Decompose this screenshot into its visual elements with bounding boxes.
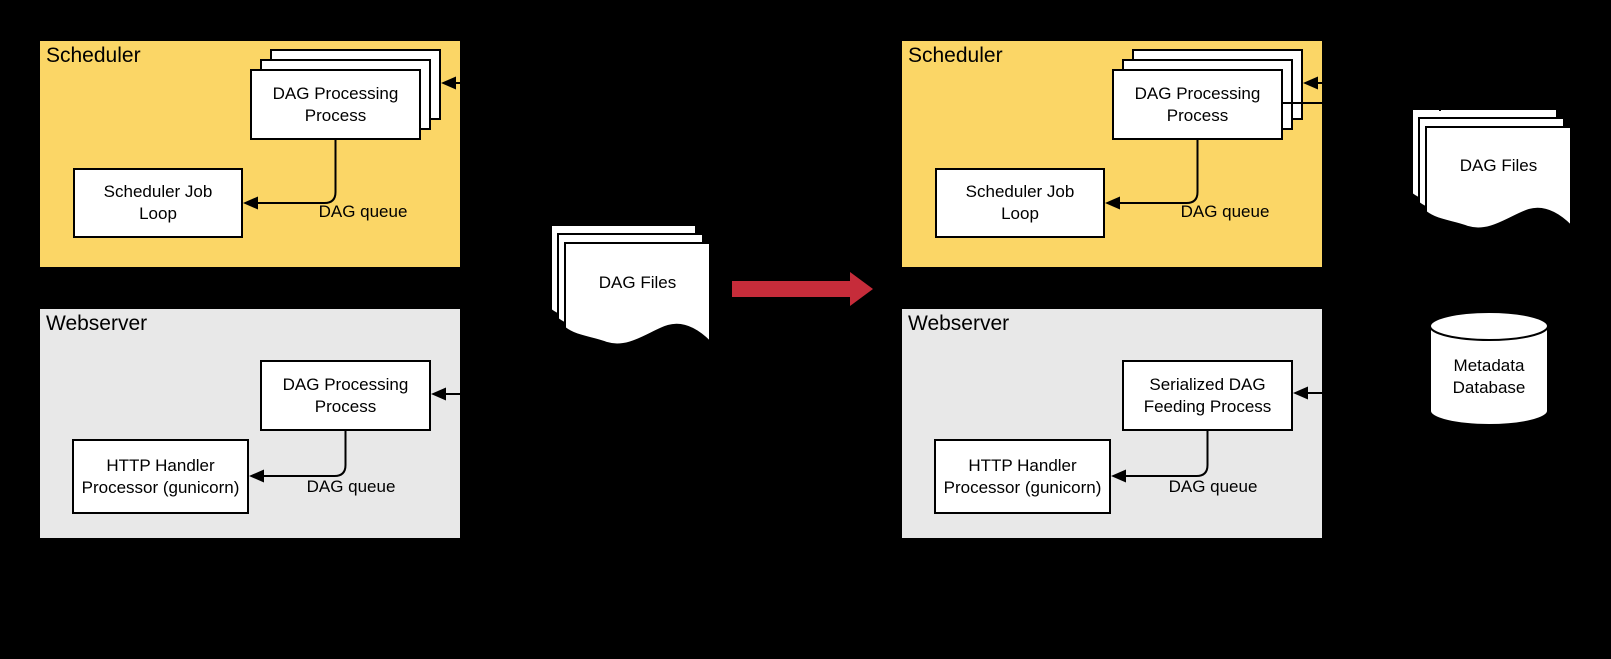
right-scheduler-title: Scheduler — [908, 44, 1003, 67]
right-serialized-dag-feeding-box: Serialized DAG Feeding Process — [1122, 360, 1293, 431]
right-dagfiles-to-scheduler-connector — [1303, 76, 1441, 111]
right-scheduler-dag-queue-label: DAG queue — [1180, 202, 1270, 221]
left-http-handler-box: HTTP Handler Processor (gunicorn) — [72, 439, 249, 514]
right-dag-processing-process-box: DAG Processing Process — [1112, 69, 1283, 140]
right-dag-files-label: DAG Files — [1459, 156, 1538, 175]
right-webserver-dag-queue-label: DAG queue — [1168, 477, 1258, 496]
left-dag-processing-process-box: DAG Processing Process — [250, 69, 421, 140]
left-scheduler-dag-queue-label: DAG queue — [318, 202, 408, 221]
middle-dag-files-stack — [550, 224, 711, 346]
left-scheduler-job-loop-box: Scheduler Job Loop — [73, 168, 243, 238]
left-dagfiles-to-scheduler-connector — [441, 76, 601, 225]
transition-arrow-icon — [732, 272, 873, 306]
metadata-database-label: Metadata Database — [1452, 356, 1526, 397]
left-scheduler-title: Scheduler — [46, 44, 141, 67]
right-webserver-title: Webserver — [908, 312, 1010, 335]
middle-dag-files-label: DAG Files — [598, 273, 677, 292]
right-http-handler-box: HTTP Handler Processor (gunicorn) — [934, 439, 1111, 514]
left-webserver-title: Webserver — [46, 312, 148, 335]
right-scheduler-job-loop-box: Scheduler Job Loop — [935, 168, 1105, 238]
document-icon — [550, 224, 711, 346]
left-webserver-dag-processing-box: DAG Processing Process — [260, 360, 431, 431]
left-webserver-dag-queue-label: DAG queue — [306, 477, 396, 496]
